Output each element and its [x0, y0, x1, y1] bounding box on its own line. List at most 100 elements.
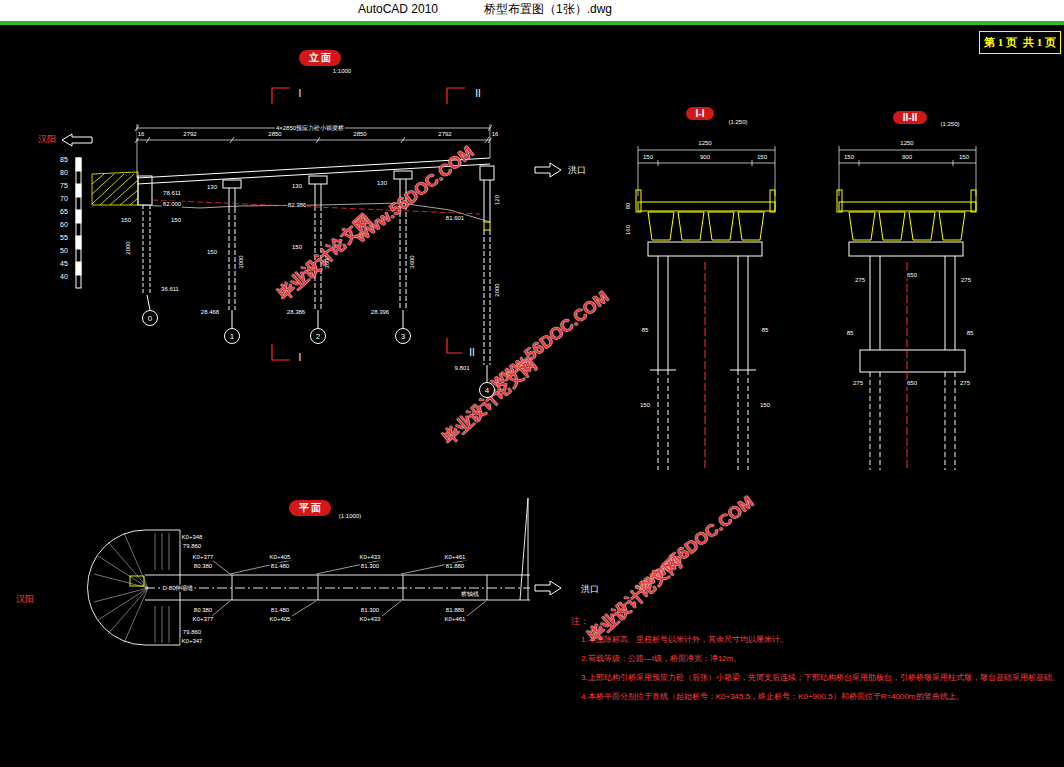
station-text: K0+348	[181, 534, 204, 541]
cross-section-2-part-part	[909, 212, 935, 240]
cross-section-2-part-part	[860, 350, 965, 372]
dimension-text: 2792	[437, 131, 452, 138]
pier-part	[229, 208, 235, 310]
elevation-text: 82.000	[162, 201, 182, 208]
cross-section-1-part-part	[650, 370, 756, 371]
section-mark: I	[298, 352, 303, 363]
dimension-text: 80	[625, 202, 632, 211]
station-text: K0+405	[269, 554, 292, 561]
dimension-line-part	[137, 140, 490, 141]
cross-section-2-part-part	[939, 212, 965, 240]
cross-section-1	[636, 146, 775, 470]
cross-section-1-part	[648, 242, 762, 470]
elevation-text: 80.380	[193, 563, 213, 570]
pier-part	[394, 171, 412, 179]
scale-number: 65	[59, 208, 69, 216]
dimension-text: 150	[756, 154, 768, 161]
dimension-text: 150	[759, 402, 771, 409]
dimension-text: 900	[901, 154, 913, 161]
direction-arrow-part	[62, 134, 92, 146]
plan-view	[87, 498, 530, 645]
scale-number: 40	[59, 273, 69, 281]
plan-view-part	[94, 533, 169, 643]
pier-number-circle: 3	[395, 328, 411, 344]
dimension-text: 130	[376, 180, 388, 187]
view-title-tag: I-I	[686, 107, 715, 120]
plan-view-part	[145, 498, 530, 600]
dimension-text: 16	[137, 131, 146, 138]
plan-view-part-part	[212, 560, 467, 574]
direction-label: 洪口	[580, 585, 600, 595]
title-bar-rule	[0, 21, 1064, 25]
dimension-text: 85	[641, 327, 650, 334]
cross-section-1-part-part	[648, 212, 674, 240]
scale-number: 60	[59, 221, 69, 229]
watermark: 毕业设计论文网	[585, 553, 686, 647]
cross-section-1-part-part	[770, 190, 775, 212]
watermark: www.56DOC.COM	[352, 143, 478, 247]
view-title-tag: II-II	[893, 111, 927, 124]
direction-label: 汉阳	[15, 595, 35, 605]
dimension-text: 275	[852, 380, 864, 387]
pier-part	[223, 180, 241, 188]
cross-section-2-part-part	[839, 146, 976, 196]
abutment-part	[138, 176, 152, 205]
view-title: 平 面	[299, 502, 322, 513]
dimension-text: 150	[120, 217, 132, 224]
dimension-text: 900	[699, 154, 711, 161]
scale-number: 50	[59, 247, 69, 255]
pier-part	[232, 310, 233, 328]
scale-note: 1:1000	[332, 68, 352, 75]
station-text: K0+347	[181, 638, 204, 645]
cross-section-2-part-part	[971, 190, 976, 212]
abutment-part	[143, 205, 150, 295]
cross-section-2-part-part	[849, 242, 963, 256]
scale-bar-part	[76, 262, 81, 275]
section-mark-part	[272, 344, 290, 360]
plan-view-part-part	[520, 498, 528, 600]
view-title-tag: 平 面	[289, 500, 332, 516]
ground-line	[140, 200, 490, 222]
plan-view-part	[212, 560, 486, 616]
scale-number: 70	[59, 195, 69, 203]
elevation-text: 36.611	[160, 286, 180, 293]
dimension-text: 160	[625, 224, 632, 236]
elevation-text: 81.300	[360, 607, 380, 614]
cross-section-2-part-part	[879, 212, 905, 240]
scale-number: 45	[59, 260, 69, 268]
plan-view-part-part	[212, 601, 486, 616]
cross-section-1-part-part	[708, 212, 734, 240]
pier-number: 4	[485, 386, 489, 395]
cross-section-2-part-part	[870, 372, 955, 470]
pier-number-circle: 4	[479, 382, 495, 398]
cross-section-1-part-part	[648, 242, 762, 256]
dimension-text: 3000	[238, 254, 245, 269]
note-text: 3.上部结构引桥采用预应力砼（后张）小箱梁，先简支后连续；下部结构桥台采用肋板台…	[580, 674, 1061, 683]
ground-line-part	[152, 200, 480, 214]
elevation-text: 81.880	[445, 563, 465, 570]
elevation-text: 81.480	[270, 607, 290, 614]
joint-label: D-80伸缩缝	[161, 585, 194, 592]
page-number-box: 第 1 页共 1 页	[979, 31, 1061, 54]
station-text: K0+377	[192, 616, 215, 623]
dimension-text: 2850	[352, 131, 367, 138]
dimension-line-part	[135, 125, 492, 143]
section-mark: II	[468, 347, 476, 358]
scale-bar-part	[76, 236, 81, 249]
direction-arrow-part	[535, 581, 561, 595]
scale-number: 55	[59, 234, 69, 242]
cross-section-2-part	[907, 262, 908, 470]
section-mark-part	[447, 338, 462, 353]
cross-section-2	[837, 146, 976, 470]
scale-bar-part	[76, 210, 81, 223]
station-text: K0+461	[444, 554, 467, 561]
pier-number: 1	[230, 332, 234, 341]
dimension-text: 85	[761, 327, 770, 334]
plan-view-part-part	[94, 533, 148, 643]
pier-part	[484, 222, 490, 230]
dimension-text: 275	[960, 277, 972, 284]
cross-section-1-part	[705, 262, 706, 470]
cross-section-1-part-part	[738, 212, 764, 240]
dimension-text: 3600	[409, 254, 416, 269]
cross-section-2-part-part	[849, 212, 875, 240]
